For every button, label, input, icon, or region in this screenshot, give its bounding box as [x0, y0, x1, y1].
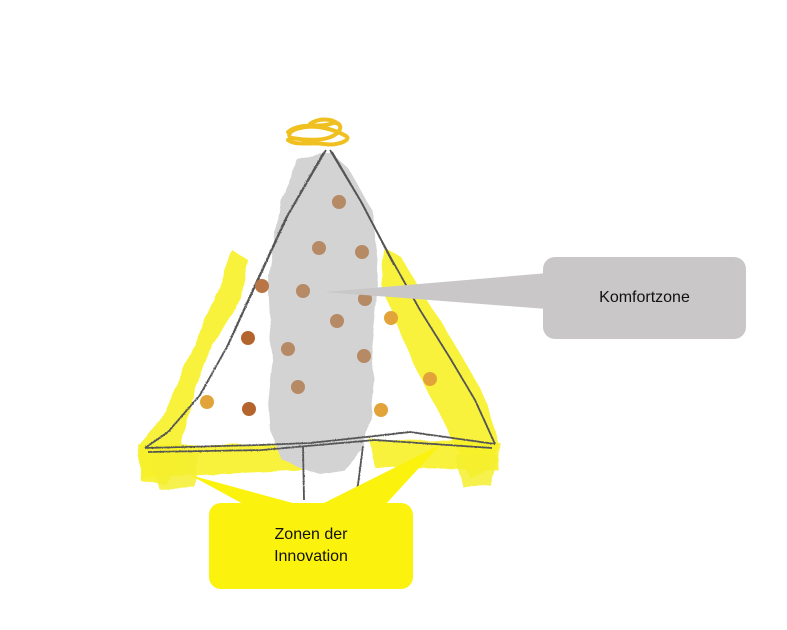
ornament-dot	[384, 311, 398, 325]
ornament-dot	[200, 395, 214, 409]
innovation-zones-callout	[190, 445, 440, 589]
ornament-dot	[374, 403, 388, 417]
ornament-dot	[255, 279, 269, 293]
comfort-zone-callout	[325, 257, 746, 339]
innovation-zone-left	[138, 250, 305, 490]
innovation-zone-right	[370, 248, 500, 486]
ornament-dot	[355, 245, 369, 259]
ornament-dot	[241, 331, 255, 345]
ornament-dot	[358, 292, 372, 306]
tree-outline	[144, 149, 496, 501]
ornament-dot	[312, 241, 326, 255]
comfort-zone-area	[268, 152, 378, 474]
innovation-zones-label: Zonen der Innovation	[274, 526, 348, 565]
ornament-dots	[200, 195, 437, 417]
ornament-dot	[332, 195, 346, 209]
ornament-dot	[357, 349, 371, 363]
ornament-dot	[423, 372, 437, 386]
ornament-dot	[296, 284, 310, 298]
comfort-zone-label: Komfortzone	[599, 289, 690, 306]
ornament-dot	[291, 380, 305, 394]
star-knot-icon	[286, 117, 350, 147]
ornament-dot	[281, 342, 295, 356]
ornament-dot	[242, 402, 256, 416]
ornament-dot	[330, 314, 344, 328]
